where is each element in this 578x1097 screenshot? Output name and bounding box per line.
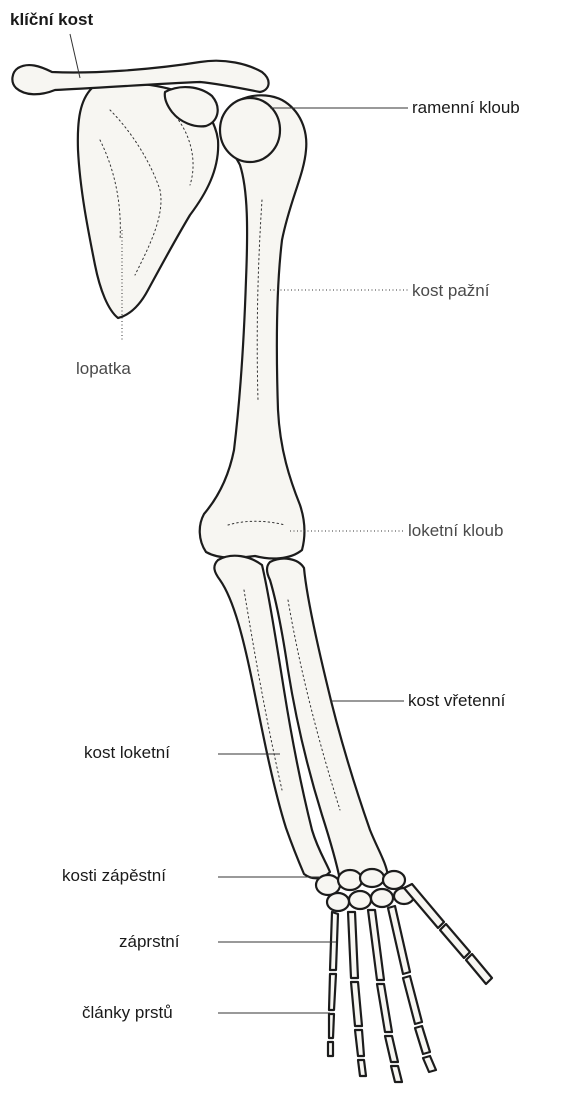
label-scapula: lopatka <box>76 359 131 379</box>
label-metacarpals: záprstní <box>119 932 179 952</box>
label-ulna: kost loketní <box>84 743 170 763</box>
label-humerus: kost pažní <box>412 281 490 301</box>
label-elbow-joint: loketní kloub <box>408 521 503 541</box>
label-shoulder-joint: ramenní kloub <box>412 98 520 118</box>
label-carpals: kosti zápěstní <box>62 866 166 886</box>
hand-bones <box>328 884 492 1082</box>
leader-clavicle <box>70 34 80 78</box>
label-phalanges: články prstů <box>82 1003 173 1023</box>
carpal-bones <box>316 869 414 911</box>
label-clavicle: klíční kost <box>10 10 93 30</box>
label-radius: kost vřetenní <box>408 691 505 711</box>
